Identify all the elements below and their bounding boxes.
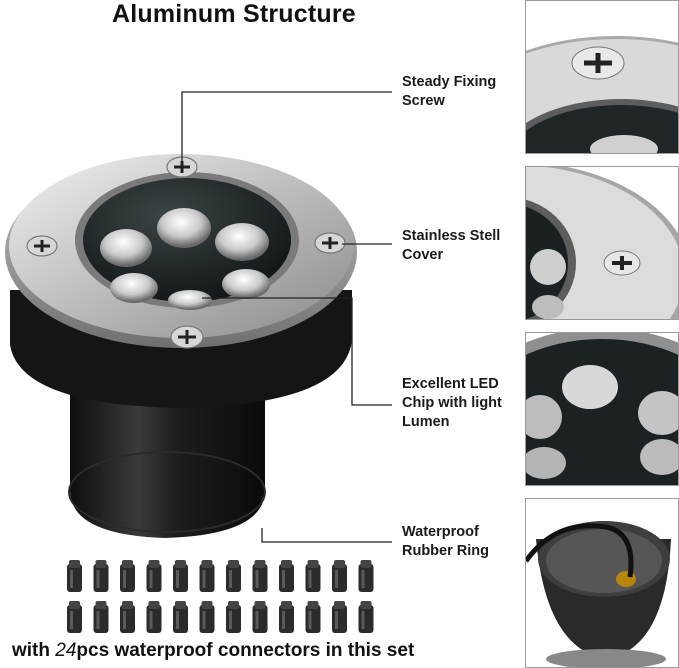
connector-icon bbox=[93, 560, 109, 592]
connector-icon bbox=[93, 601, 109, 633]
connector-icon bbox=[332, 560, 347, 592]
connector-icon bbox=[199, 601, 215, 633]
led-light-illustration bbox=[5, 154, 357, 538]
connector-icon bbox=[279, 560, 294, 592]
connector-icon bbox=[252, 560, 268, 592]
thumbnail-cover-closeup bbox=[525, 166, 679, 320]
connector-icon bbox=[226, 601, 241, 633]
thumbnail-screw-closeup bbox=[525, 0, 679, 154]
connector-quantity: 24 bbox=[55, 640, 77, 661]
connector-icon bbox=[120, 601, 135, 633]
connector-icon bbox=[279, 601, 294, 633]
screw-icon bbox=[26, 156, 346, 349]
connector-icon bbox=[226, 560, 241, 592]
connector-icon bbox=[146, 601, 162, 633]
page-title: Aluminum Structure bbox=[112, 0, 356, 28]
thumbnail-led-closeup bbox=[525, 332, 679, 486]
connector-icon bbox=[305, 601, 321, 633]
connector-icon bbox=[252, 601, 268, 633]
footer-caption: with 24pcs waterproof connectors in this… bbox=[12, 640, 415, 661]
connector-icon bbox=[358, 560, 374, 592]
connector-icon bbox=[67, 560, 82, 592]
connector-icon bbox=[358, 601, 374, 633]
connector-icon bbox=[146, 560, 162, 592]
waterproof-connectors bbox=[62, 558, 392, 638]
thumbnail-rubber-ring bbox=[525, 498, 679, 668]
connector-icon bbox=[332, 601, 347, 633]
connector-icon bbox=[305, 560, 321, 592]
connector-icon bbox=[173, 601, 188, 633]
connector-icon bbox=[199, 560, 215, 592]
connector-icon bbox=[67, 601, 82, 633]
connector-icon bbox=[120, 560, 135, 592]
led-chips bbox=[100, 208, 270, 310]
connector-icon bbox=[173, 560, 188, 592]
